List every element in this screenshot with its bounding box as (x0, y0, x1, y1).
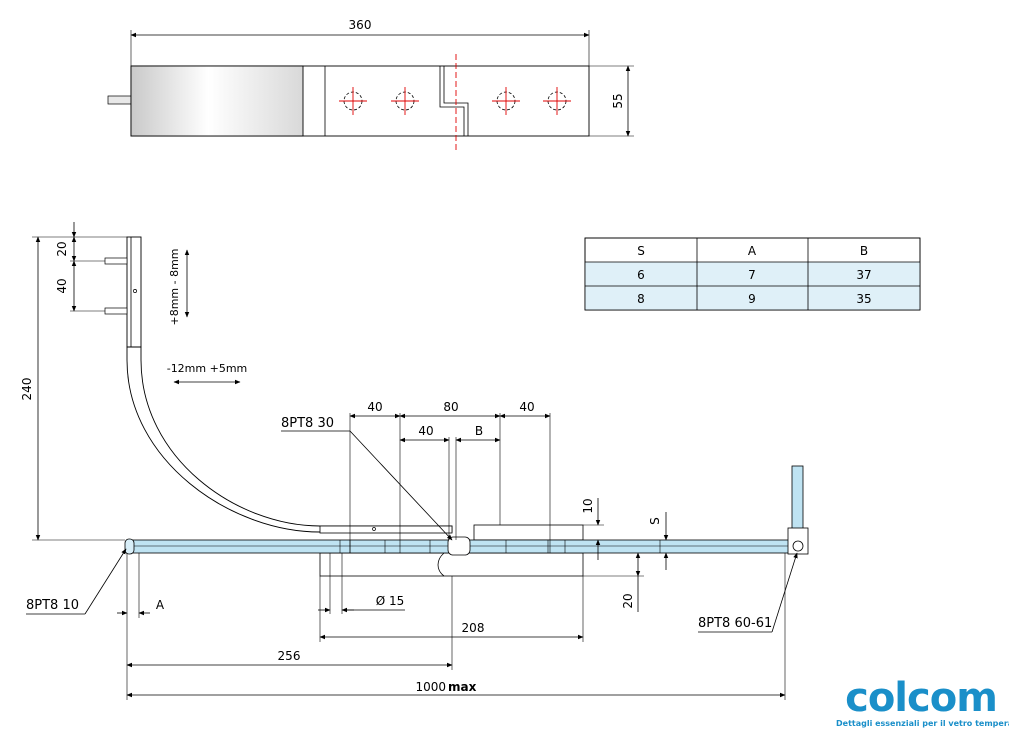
dim-S-label: S (648, 517, 662, 525)
spec-table: S A B 6 7 37 8 9 35 (584, 237, 921, 311)
dim-B-label: B (475, 424, 483, 438)
hole-4 (543, 87, 571, 115)
screw-2 (104, 307, 128, 315)
table-cell: 37 (856, 268, 871, 282)
dim-40-b-label: 40 (418, 424, 433, 438)
table-cell: 7 (748, 268, 756, 282)
table-cell: 8 (637, 292, 645, 306)
dim-1000-suffix: max (448, 680, 477, 694)
dim-A-label: A (156, 598, 165, 612)
hole-2 (391, 87, 419, 115)
dim-208-label: 208 (462, 621, 485, 635)
mounting-holes (339, 87, 571, 115)
dim-55-label: 55 (611, 93, 625, 108)
dim-1000-label: 1000 (415, 680, 446, 694)
upper-clamp-plate (473, 524, 584, 541)
dim-40-c-label: 40 (519, 400, 534, 414)
dim-10-label: 10 (581, 498, 595, 513)
top-view: 360 (107, 18, 634, 150)
adjust-vertical-label: +8mm - 8mm (168, 248, 181, 325)
dim-40-a-label: 40 (367, 400, 382, 414)
logo-tagline: Dettagli essenziali per il vetro tempera… (836, 719, 1009, 728)
hinge-knuckle (447, 536, 471, 556)
table-cell: 9 (748, 292, 756, 306)
table-cell: 6 (637, 268, 645, 282)
dim-40-vertical-label: 40 (55, 278, 69, 293)
dim-80-label: 80 (443, 400, 458, 414)
table-header-s: S (637, 244, 645, 258)
ref-8pt8-60-61: 8PT8 60-61 (698, 616, 772, 631)
table-header-a: A (748, 244, 757, 258)
dim-diam15-label: Ø 15 (376, 594, 405, 608)
lower-clamp-plate (319, 552, 584, 577)
colcom-logo: colcom Dettagli essenziali per il vetro … (836, 675, 1009, 728)
dim-360-label: 360 (349, 18, 372, 32)
ref-8pt8-10: 8PT8 10 (26, 598, 79, 613)
dim-20-label: 20 (55, 241, 69, 256)
side-view: 20 40 240 +8mm - 8mm -12mm +5mm (20, 222, 809, 700)
ref-8pt8-30: 8PT8 30 (281, 416, 334, 431)
glass-end-cap (124, 538, 135, 555)
dim-240-label: 240 (20, 378, 34, 401)
table-cell: 35 (856, 292, 871, 306)
dim-20-bottom-label: 20 (621, 593, 635, 608)
hole-1 (339, 87, 367, 115)
hole-3 (492, 87, 520, 115)
screw-1 (104, 257, 128, 265)
logo-wordmark: colcom (845, 675, 998, 721)
adjust-horizontal-label: -12mm +5mm (167, 362, 248, 375)
dim-256-label: 256 (278, 649, 301, 663)
table-header-b: B (860, 244, 868, 258)
hinge-cylinder (130, 65, 304, 137)
pin (107, 95, 132, 105)
